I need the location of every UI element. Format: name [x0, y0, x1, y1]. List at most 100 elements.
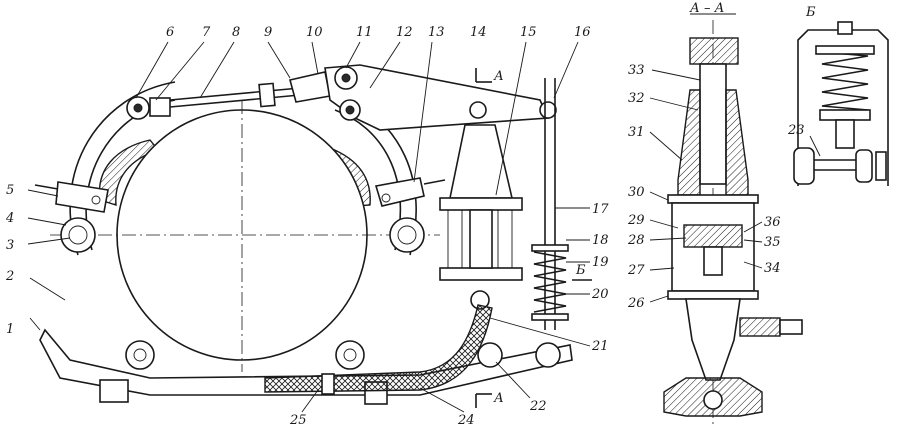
leader-lines: [27, 41, 821, 413]
view-b-spring-top-cap: [815, 45, 875, 55]
base-thruster-pivot: [477, 342, 503, 368]
part-label-3: 3: [6, 238, 14, 253]
hose-clamp: [321, 373, 335, 395]
section-top-eye: [689, 37, 739, 65]
part-label-33: 33: [628, 63, 645, 78]
flexible-hose: [264, 304, 493, 393]
part-label-17: 17: [592, 202, 609, 217]
part-label-31: 31: [628, 125, 645, 140]
right-adjust-screw: [423, 179, 446, 185]
part-label-13: 13: [428, 25, 445, 40]
section-a-a-view: [663, 13, 803, 425]
part-label-9: 9: [264, 25, 272, 40]
view-b-title: Б: [805, 5, 816, 20]
part-label-1: 1: [6, 322, 14, 337]
section-piston: [683, 224, 743, 248]
rod-clevis: [289, 71, 331, 103]
section-right-guide: [725, 89, 749, 196]
part-label-15: 15: [520, 25, 537, 40]
part-label-30: 30: [628, 185, 645, 200]
base-left-foot-bolt: [99, 379, 129, 403]
part-label-19: 19: [592, 255, 609, 270]
part-label-6: 6: [166, 25, 174, 40]
part-label-4: 4: [5, 211, 14, 226]
tie-rod-top-edge: [169, 87, 301, 101]
part-label-24: 24: [457, 413, 475, 428]
part-label-14: 14: [470, 25, 487, 40]
right-shoe-pivot-boss: [389, 217, 425, 253]
left-upper-pin-center: [133, 103, 143, 113]
part-label-32: 32: [628, 91, 645, 106]
base-left-pivot: [125, 340, 155, 370]
left-adjust-screw: [34, 184, 59, 190]
right-adjust-bracket: [374, 177, 425, 207]
part-label-2: 2: [5, 269, 14, 284]
part-label-21: 21: [591, 339, 609, 354]
section-side-port: [739, 317, 781, 337]
part-label-36: 36: [764, 215, 781, 230]
section-lower-housing: [685, 298, 741, 381]
part-label-35: 35: [764, 235, 781, 250]
main-view: [34, 64, 592, 408]
view-b-right-roller: [855, 149, 873, 183]
right-shoe-pivot-hole: [397, 225, 417, 245]
view-b-left-roller: [793, 147, 815, 185]
section-bottom-flange: [667, 290, 759, 300]
section-piston-rod: [699, 63, 727, 185]
lever-pivot-top-center: [341, 73, 351, 83]
part-label-20: 20: [591, 287, 609, 302]
left-bracket-bolt-icon: [91, 195, 101, 205]
spring-top-washer: [531, 244, 569, 252]
section-top-flange: [667, 194, 759, 204]
rod-nut: [258, 82, 276, 108]
part-number-labels: 1 2 3 4 5 6 7 8 9 10 11 12 13 14 15 16 1…: [5, 25, 805, 428]
section-a-a-title: А – А: [689, 1, 724, 16]
part-label-34: 34: [764, 261, 781, 276]
part-label-18: 18: [592, 233, 609, 248]
right-bracket-bolt-icon: [381, 193, 391, 203]
part-label-25: 25: [289, 413, 307, 428]
lever-center-pin: [469, 101, 487, 119]
part-label-23: 23: [787, 123, 805, 138]
part-label-29: 29: [627, 213, 645, 228]
part-label-12: 12: [396, 25, 413, 40]
base-right-pivot: [535, 342, 561, 368]
part-label-22: 22: [529, 399, 547, 414]
part-label-5: 5: [6, 183, 14, 198]
lever-end-pin: [539, 101, 557, 119]
lever-pivot-bottom-center: [345, 105, 355, 115]
section-letters: А А А – А Б Б: [493, 1, 816, 406]
view-b-end-clip: [875, 151, 887, 181]
section-piston-stem: [703, 246, 723, 276]
left-shoe-pivot-hole: [68, 225, 88, 245]
part-label-7: 7: [202, 25, 211, 40]
view-b-top-stud: [837, 21, 853, 35]
view-b-spring-rod: [835, 119, 855, 149]
spring-bottom-washer: [531, 313, 569, 321]
part-label-27: 27: [627, 263, 645, 278]
thruster-right-bolt: [497, 209, 513, 269]
section-a-top-letter: А: [493, 69, 504, 84]
tie-rod-bottom-edge: [169, 94, 301, 108]
base-left-pivot-hole: [133, 348, 147, 362]
section-bottom-eye-hole: [703, 390, 723, 410]
part-label-8: 8: [232, 25, 240, 40]
left-shoe-pivot-boss: [60, 217, 96, 253]
main-lever: [324, 64, 550, 131]
part-label-26: 26: [627, 296, 645, 311]
rod-end-block: [149, 97, 171, 117]
section-a-bottom-letter: А: [493, 391, 504, 406]
view-b: [793, 21, 889, 186]
section-port-fitting: [779, 319, 803, 335]
left-adjust-bracket: [55, 181, 109, 213]
part-label-28: 28: [627, 233, 645, 248]
thruster-piston: [469, 209, 493, 269]
part-label-11: 11: [356, 25, 373, 40]
thruster-top-flange: [439, 197, 523, 211]
view-b-spring: [821, 51, 869, 111]
part-label-16: 16: [574, 25, 591, 40]
view-b-marker-letter: Б: [575, 263, 586, 278]
base-center-pivot-hole: [343, 348, 357, 362]
thruster-left-bolt: [447, 209, 463, 269]
